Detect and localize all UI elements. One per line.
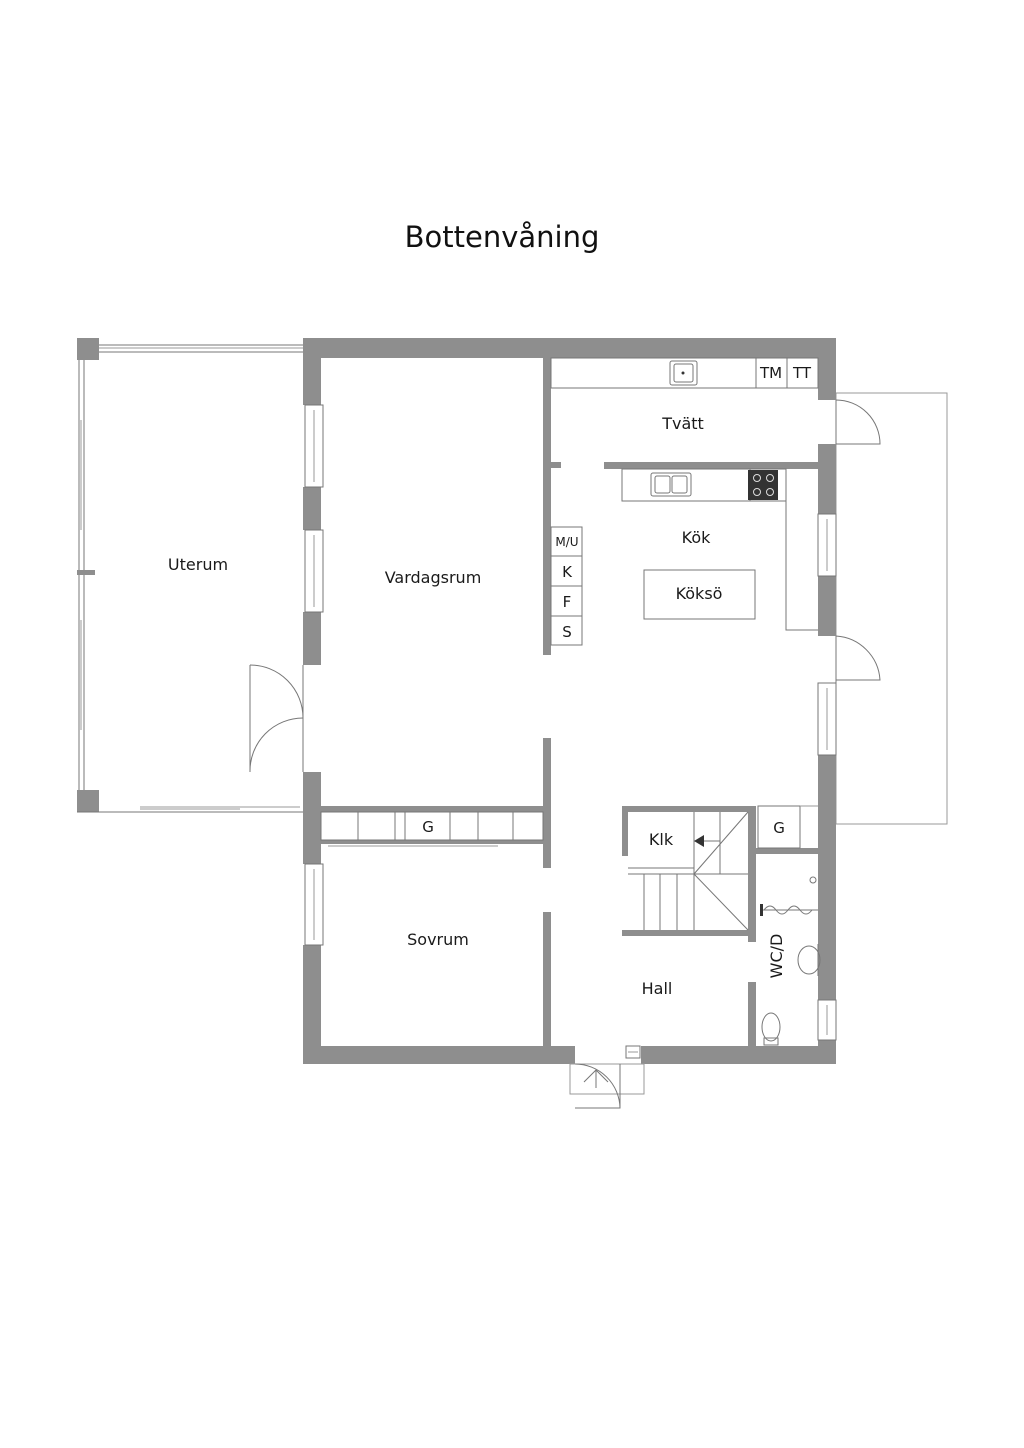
room-label-sovrum: Sovrum xyxy=(407,930,469,949)
interior-walls xyxy=(321,358,818,1046)
uterum-structure xyxy=(77,338,303,813)
laundry-counter xyxy=(550,357,819,389)
fixture-g-sovrum: G xyxy=(422,818,434,836)
deck-outline xyxy=(835,392,948,825)
fixture-tt: TT xyxy=(792,364,812,382)
kitchen-counter xyxy=(621,468,818,631)
room-label-vardagsrum: Vardagsrum xyxy=(385,568,482,587)
room-label-kok: Kök xyxy=(682,528,711,547)
hall-closet xyxy=(757,805,818,849)
fixture-g-hall: G xyxy=(773,819,785,837)
uterum-double-door xyxy=(249,664,304,773)
room-label-uterum: Uterum xyxy=(168,555,228,574)
wardrobe-row xyxy=(320,811,544,847)
fixture-s: S xyxy=(562,623,572,641)
exterior-walls xyxy=(303,338,836,1064)
windows-left xyxy=(304,404,324,946)
room-label-koksö: Köksö xyxy=(676,584,723,603)
windows-right xyxy=(817,513,837,1041)
side-door-upper xyxy=(835,399,881,445)
room-label-wcd: WC/D xyxy=(767,934,786,979)
fixture-tm: TM xyxy=(759,364,782,382)
fixture-k: K xyxy=(562,563,573,581)
room-label-hall: Hall xyxy=(642,979,673,998)
fixture-mu: M/U xyxy=(555,535,578,549)
bathroom-fixtures xyxy=(760,876,821,1046)
plan-title: Bottenvåning xyxy=(405,220,600,254)
kitchen-island xyxy=(643,569,756,620)
room-label-klk: Klk xyxy=(649,830,674,849)
fixture-f: F xyxy=(563,593,572,611)
appliance-column xyxy=(550,526,583,646)
entrance-door xyxy=(569,1045,645,1109)
side-door-lower xyxy=(835,635,881,683)
room-label-tvatt: Tvätt xyxy=(661,414,704,433)
staircase xyxy=(628,811,749,931)
